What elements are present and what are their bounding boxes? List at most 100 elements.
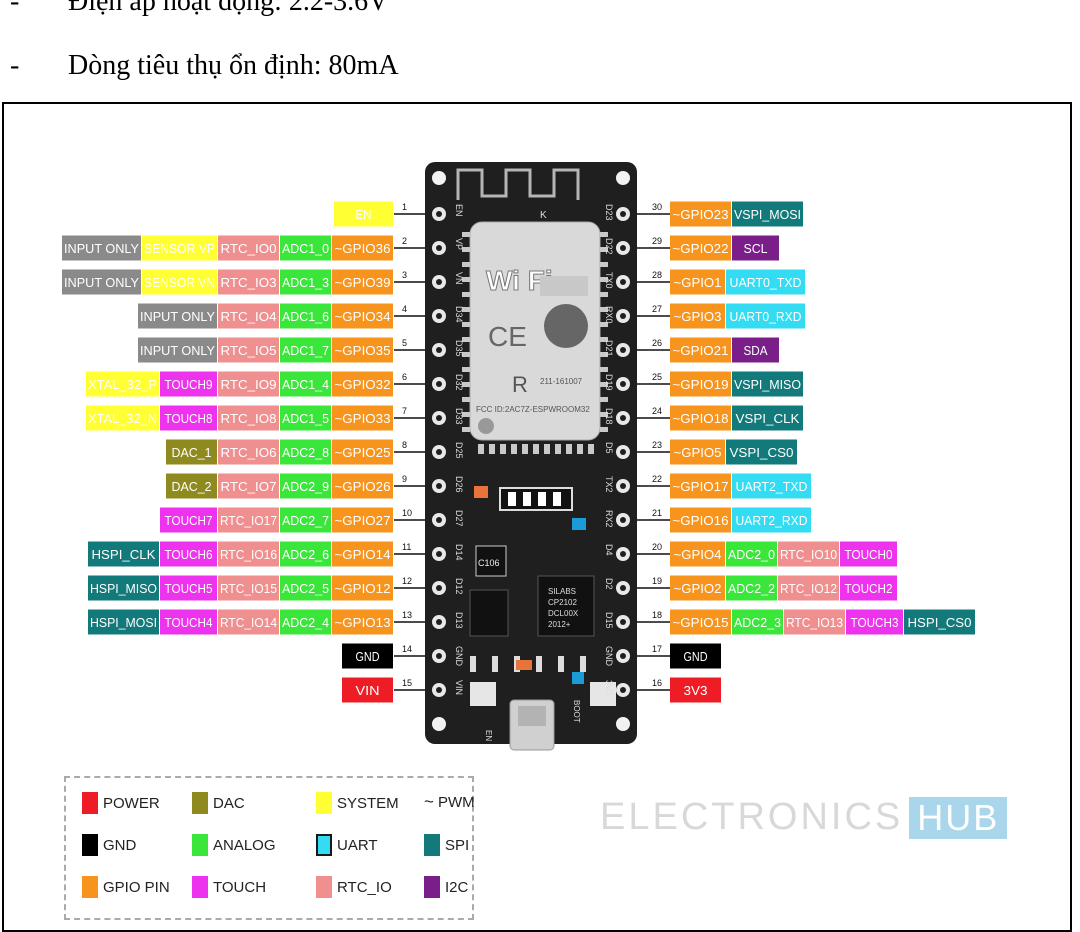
pin-label-text: TOUCH4 xyxy=(165,615,213,630)
pin-label-text: ~GPIO32 xyxy=(335,377,391,392)
pin-label-text: UART0_RXD xyxy=(730,309,802,324)
pin-label: 3V3 xyxy=(670,677,721,703)
pin-label-text: ADC1_0 xyxy=(282,241,329,256)
silk-label: TX0 xyxy=(604,272,614,289)
mount-hole xyxy=(616,717,630,731)
pin-hole-center xyxy=(436,245,442,251)
pin-label: ADC2_7 xyxy=(280,507,331,533)
pin-label-text: ~GPIO35 xyxy=(335,343,391,358)
pin-label-text: ~GPIO36 xyxy=(335,241,391,256)
pin-label-text: ~GPIO12 xyxy=(335,581,391,596)
pin-label-bg xyxy=(732,609,783,635)
chip-label: DCL00X xyxy=(548,609,579,618)
legend-swatch xyxy=(82,792,98,814)
pin-label-bg xyxy=(670,235,731,261)
smd-resistor xyxy=(492,656,498,672)
pin-label-text: VIN xyxy=(356,683,380,698)
module-pad xyxy=(462,427,470,432)
pin-label: TOUCH4 xyxy=(160,609,217,635)
pin-number: 23 xyxy=(652,440,662,450)
module-pad xyxy=(600,352,608,357)
pin-label-bg xyxy=(670,575,725,601)
pin-label-text: ~GPIO4 xyxy=(674,547,722,562)
pin-label: INPUT ONLY xyxy=(138,303,217,329)
doc-line-voltage: -Điện áp hoạt động: 2.2-3.6V xyxy=(10,0,388,18)
pin-number: 3 xyxy=(402,270,407,280)
pin-label-text: RTC_IO14 xyxy=(220,615,277,630)
module-pad xyxy=(566,444,572,454)
pin-label-bg xyxy=(670,201,731,227)
pin-label: ADC1_6 xyxy=(280,303,331,329)
led-segment xyxy=(538,492,546,506)
pin-label-text: EN xyxy=(356,207,372,222)
module-pad xyxy=(462,262,470,267)
module-pad xyxy=(577,444,583,454)
module-pad xyxy=(500,444,506,454)
pin-label-bg xyxy=(280,235,331,261)
pin-label-bg xyxy=(160,609,217,635)
pin-label-bg xyxy=(840,575,897,601)
module-pad xyxy=(462,232,470,237)
pin-label: INPUT ONLY xyxy=(62,269,141,295)
silk-label: GND xyxy=(454,646,464,667)
pin-label: RTC_IO10 xyxy=(778,541,839,567)
pin-label-bg xyxy=(280,337,331,363)
legend-swatch xyxy=(316,792,332,814)
pin-label-bg xyxy=(218,303,279,329)
module-pad xyxy=(462,382,470,387)
pin-label-bg xyxy=(332,473,393,499)
legend-item-analog: ANALOG xyxy=(192,834,276,856)
pin-label-bg xyxy=(280,405,331,431)
pin-label-bg xyxy=(280,541,331,567)
chip-label: 2012+ xyxy=(548,620,571,629)
pin-label-bg xyxy=(670,677,721,703)
silk-label: 3V3 xyxy=(604,680,614,696)
module-pad xyxy=(600,322,608,327)
pin-label: ADC2_4 xyxy=(280,609,331,635)
pin-label: RTC_IO9 xyxy=(218,371,279,397)
pin-label-bg xyxy=(332,575,393,601)
pin-label-bg xyxy=(160,575,217,601)
pin-label-bg xyxy=(670,303,725,329)
pin-label-bg xyxy=(88,609,159,635)
pin-label: ~GPIO21 xyxy=(670,337,731,363)
pin-label: ~GPIO33 xyxy=(332,405,393,431)
espressif-logo xyxy=(544,304,588,348)
doc-line-current: -Dòng tiêu thụ ổn định: 80mA xyxy=(10,50,399,82)
pin-number: 28 xyxy=(652,270,662,280)
pin-hole-center xyxy=(436,551,442,557)
silk-label: D26 xyxy=(454,476,464,493)
pin-label-text: ADC2_2 xyxy=(728,581,775,596)
pin-label-text: ~GPIO25 xyxy=(335,445,391,460)
pin-label-text: RTC_IO4 xyxy=(221,309,277,324)
en-button-label: EN xyxy=(484,730,493,741)
pin-number: 18 xyxy=(652,610,662,620)
module-pad xyxy=(511,444,517,454)
pin-label: RTC_IO3 xyxy=(218,269,279,295)
pin-label-text: ADC1_3 xyxy=(282,275,329,290)
pin-label: ~GPIO13 xyxy=(332,609,393,635)
pin-label-text: TOUCH0 xyxy=(845,547,893,562)
legend-swatch xyxy=(82,834,98,856)
pin-label-bg xyxy=(670,643,721,669)
pin-label-text: XTAL_32_P xyxy=(88,377,157,392)
pin-hole-center xyxy=(436,211,442,217)
pin-label-text: ~GPIO13 xyxy=(335,615,391,630)
pin-label: RTC_IO14 xyxy=(218,609,279,635)
pin-label-bg xyxy=(904,609,975,635)
pin-number: 19 xyxy=(652,576,662,586)
module-pad xyxy=(600,277,608,282)
silk-label: D21 xyxy=(604,340,614,357)
ce-mark: CE xyxy=(488,321,527,352)
pin-label-bg xyxy=(670,541,725,567)
pin-label: TOUCH0 xyxy=(840,541,897,567)
pin-label: HSPI_CS0 xyxy=(904,609,975,635)
pin-label: ~GPIO22 xyxy=(670,235,731,261)
voltage-text: Điện áp hoạt động: 2.2-3.6V xyxy=(68,0,389,17)
pin-label-text: SENSOR VN xyxy=(144,275,215,290)
pin-hole-center xyxy=(436,347,442,353)
pin-label: RTC_IO0 xyxy=(218,235,279,261)
wifi-badge xyxy=(540,276,588,296)
pin-label-text: ADC2_5 xyxy=(282,581,329,596)
